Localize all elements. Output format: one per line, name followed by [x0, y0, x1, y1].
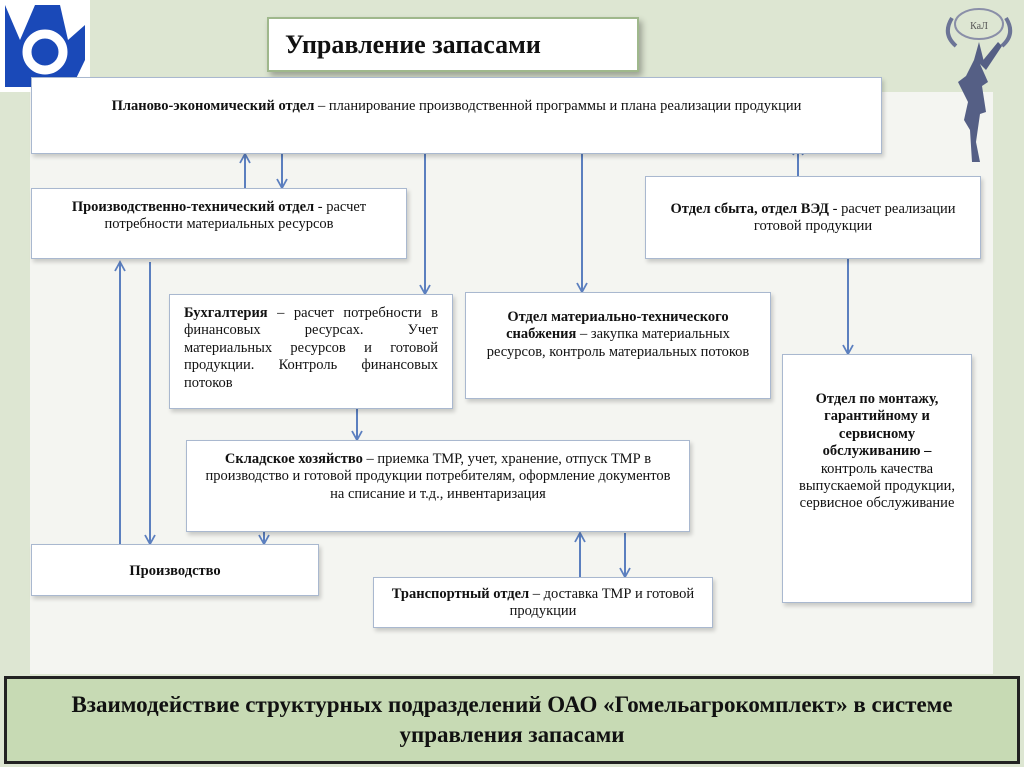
supply-dept-name: Отдел материально-технического снабжения — [506, 309, 729, 343]
accounting-box: Бухгалтерия – расчет потребности в финан… — [169, 294, 453, 409]
footer-caption: Взаимодействие структурных подразделений… — [4, 676, 1020, 764]
sales-dept-box: Отдел сбыта, отдел ВЭД - расчет реализац… — [645, 176, 981, 259]
warehouse-name: Складское хозяйство — [224, 451, 363, 467]
accounting-name: Бухгалтерия — [184, 305, 268, 321]
service-dept-name: Отдел по монтажу, гарантийному и сервисн… — [815, 391, 939, 460]
production-box: Производство — [31, 544, 319, 596]
transport-dept-box: Транспортный отдел – доставка ТМР и гото… — [373, 577, 713, 628]
prodtech-dept-box: Производственно-технический отдел - расч… — [31, 188, 407, 259]
emblem-text: КаЛ — [970, 21, 988, 32]
planning-dept-desc: – планирование производственной программ… — [314, 98, 802, 114]
accounting-desc: – расчет потребности в финансовых ресурс… — [184, 305, 438, 391]
service-dept-desc: контроль качества выпускаемой продукции,… — [799, 460, 955, 512]
planning-dept-name: Планово-экономический отдел — [111, 98, 315, 114]
transport-dept-name: Транспортный отдел — [391, 586, 530, 602]
page-title: Управление запасами — [267, 17, 639, 72]
sales-dept-desc: - расчет реализации готовой продукции — [753, 201, 956, 235]
planning-dept-box: Планово-экономический отдел – планирован… — [31, 77, 882, 154]
hermes-emblem-icon: КаЛ — [936, 2, 1022, 168]
prodtech-dept-name: Производственно-технический отдел — [71, 199, 315, 215]
service-dept-box: Отдел по монтажу, гарантийному и сервисн… — [782, 354, 972, 603]
prodtech-dept-desc: - расчет потребности материальных ресурс… — [104, 199, 367, 233]
supply-dept-box: Отдел материально-технического снабжения… — [465, 292, 771, 399]
warehouse-desc: – приемка ТМР, учет, хранение, отпуск ТМ… — [205, 451, 671, 502]
warehouse-box: Складское хозяйство – приемка ТМР, учет,… — [186, 440, 690, 532]
sales-dept-name: Отдел сбыта, отдел ВЭД — [670, 201, 830, 217]
supply-dept-desc: – закупка материальных ресурсов, контрол… — [486, 326, 750, 360]
production-name: Производство — [129, 563, 221, 579]
transport-dept-desc: – доставка ТМР и готовой продукции — [509, 586, 695, 620]
